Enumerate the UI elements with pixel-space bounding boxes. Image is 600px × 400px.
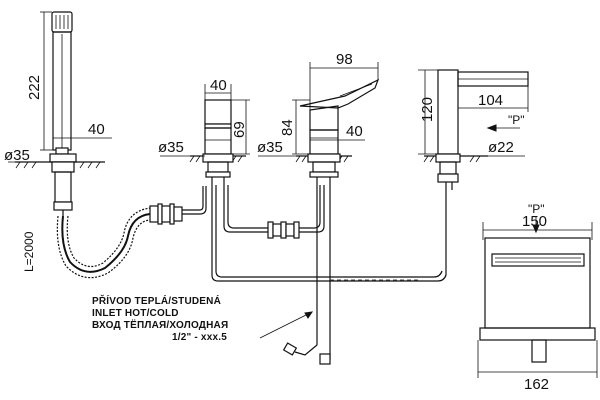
spout-dimensions: 120 104 "P" ø22 [418,69,529,157]
dim-mixer-reach: 98 [336,51,353,68]
note-inlet-ru: ВХОД ТЁПЛАЯ/ХОЛОДНАЯ [92,318,228,331]
note-inlet-en: INLET HOT/COLD [92,308,179,319]
mixer [295,78,380,185]
dim-spout-base: ø22 [488,139,514,156]
spout-view-marker: "P" [508,113,525,127]
dim-view-p-width-top: 150 [522,213,547,230]
mixer-dimensions: 98 84 40 ø35 [257,51,379,157]
dim-diverter-height: 69 [231,121,248,138]
diverter-dimensions: 40 69 ø35 [158,77,250,157]
view-p-label: "P" [528,202,545,216]
note-inlet-cs: PŘÍVOD TEPLÁ/STUDENÁ [92,294,221,307]
dim-mixer-width: 40 [346,123,363,140]
dim-hand-shower-base: ø35 [4,147,30,164]
dim-spout-height: 120 [419,97,436,122]
dim-mixer-base: ø35 [257,139,283,156]
dim-hand-shower-width: 40 [88,121,105,138]
view-p: "P" 150 162 [477,202,598,393]
inlet-note: PŘÍVOD TEPLÁ/STUDENÁ INLET HOT/COLD ВХОД… [92,294,228,343]
dim-hand-shower-height: 222 [26,75,43,100]
dim-hose-length: L=2000 [22,231,36,272]
hand-shower-dimensions: 222 40 ø35 [4,11,112,164]
diverter [189,99,246,185]
dim-diverter-width: 40 [210,77,227,94]
bath-spout [423,69,529,190]
shower-hose: L=2000 [22,203,200,279]
dim-spout-reach: 104 [478,92,503,109]
connection-pipes [199,185,447,365]
dim-diverter-base: ø35 [158,139,184,156]
dim-mixer-height: 84 [279,119,296,136]
hand-shower [15,11,105,216]
note-thread: 1/2" - xxx.5 [172,332,227,343]
dim-view-p-width-bottom: 162 [524,376,549,393]
